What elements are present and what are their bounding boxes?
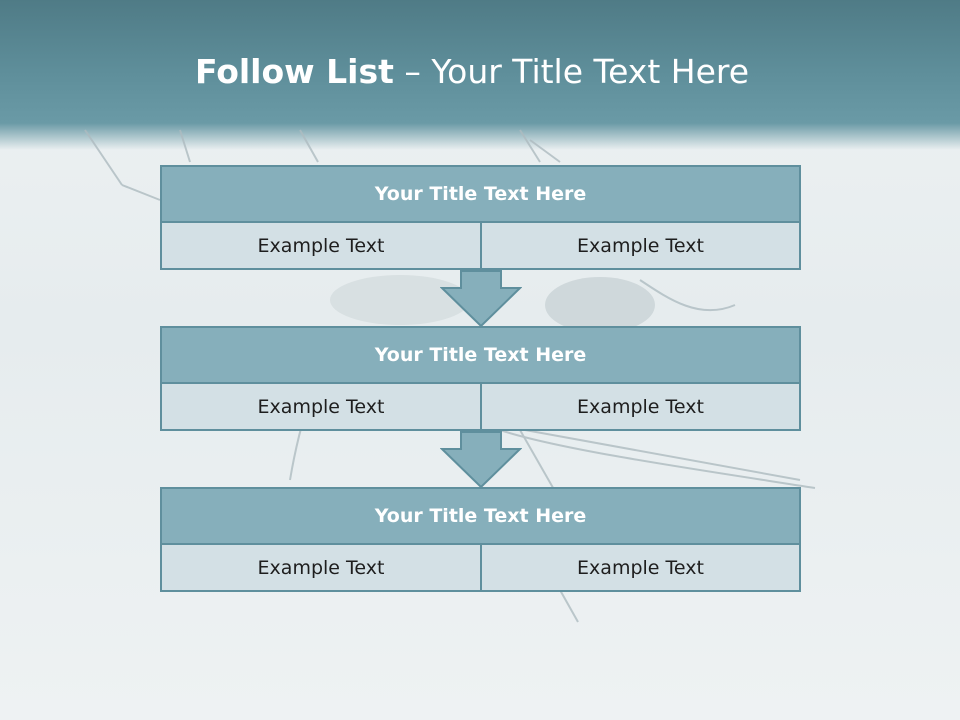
slide-title: Follow List – Your Title Text Here [0, 52, 944, 91]
title-rest-part: – Your Title Text Here [393, 52, 750, 91]
down-arrow-icon [440, 431, 522, 489]
list-item-left-cell: Example Text [162, 384, 482, 429]
list-item-right-cell: Example Text [482, 384, 799, 429]
header-band [0, 0, 960, 150]
list-item-right-cell: Example Text [482, 545, 799, 590]
down-arrow-icon [440, 270, 522, 328]
list-item-title: Your Title Text Here [162, 167, 799, 223]
list-item-right-cell: Example Text [482, 223, 799, 268]
list-item-title: Your Title Text Here [162, 328, 799, 384]
list-item-box: Your Title Text Here Example Text Exampl… [160, 326, 801, 431]
list-item-title: Your Title Text Here [162, 489, 799, 545]
list-item-box: Your Title Text Here Example Text Exampl… [160, 487, 801, 592]
list-item-left-cell: Example Text [162, 545, 482, 590]
list-item-left-cell: Example Text [162, 223, 482, 268]
title-bold-part: Follow List [194, 52, 394, 91]
list-item-box: Your Title Text Here Example Text Exampl… [160, 165, 801, 270]
